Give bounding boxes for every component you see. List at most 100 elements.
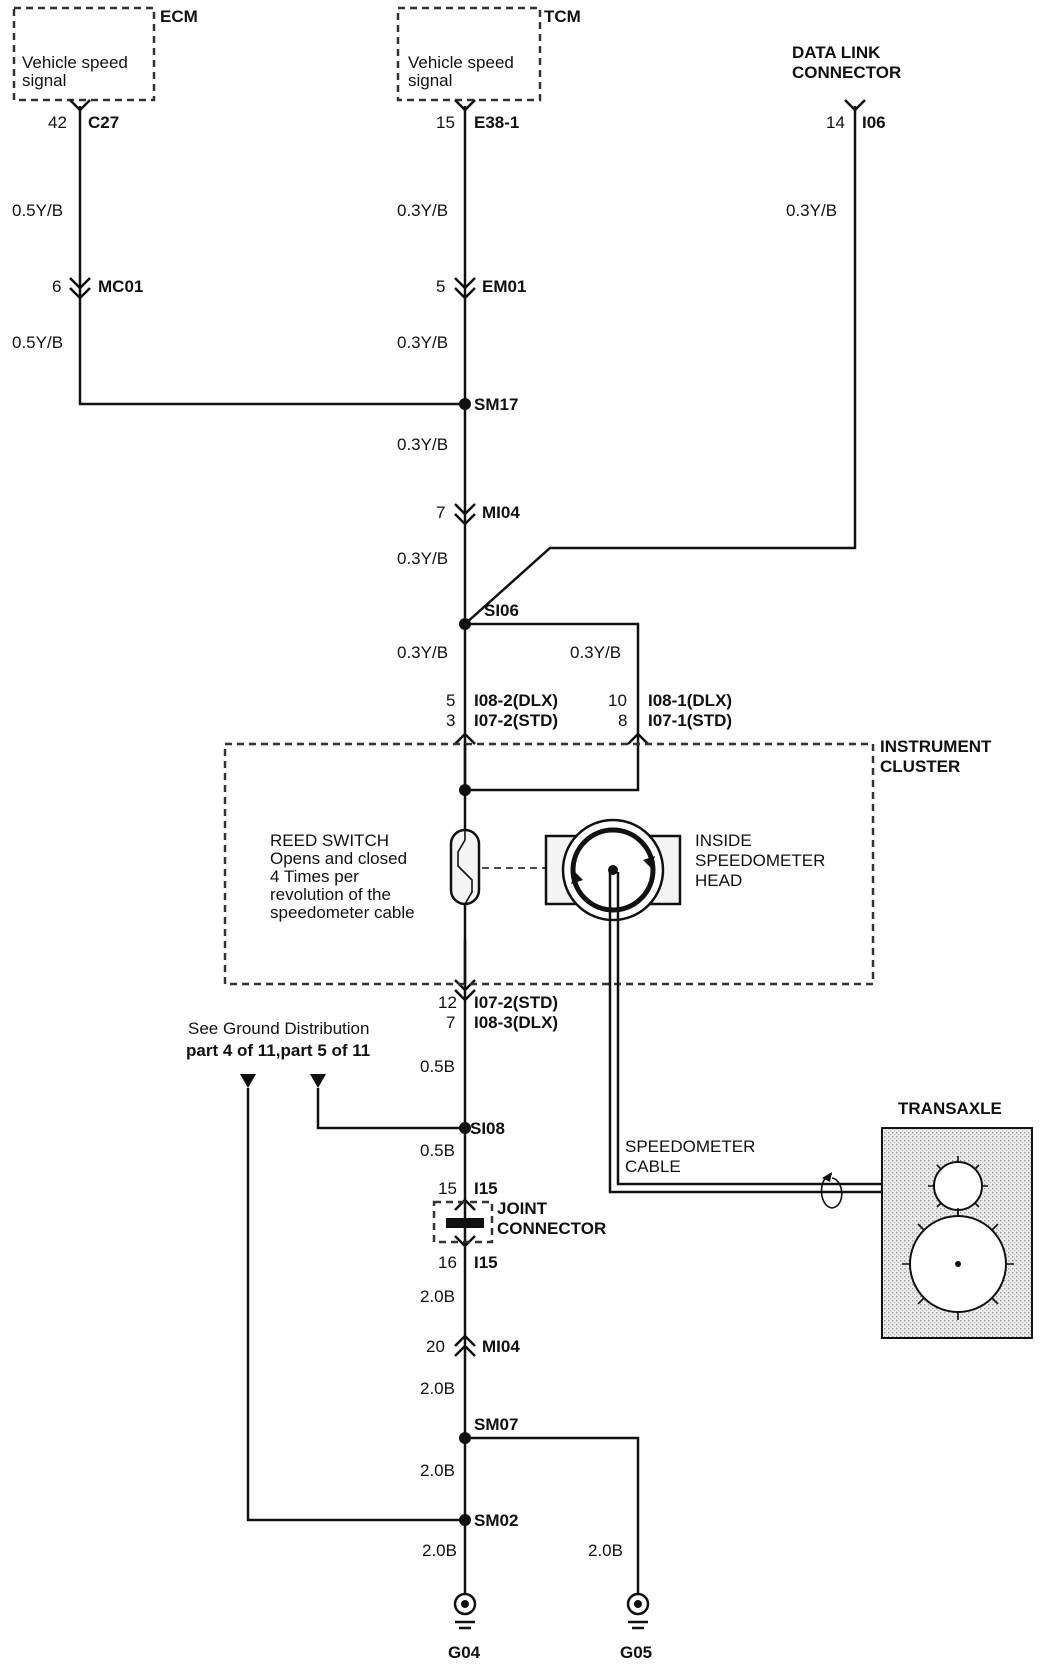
- pin-i08-1: 10: [608, 691, 627, 710]
- splice-si06-dot: [459, 618, 471, 630]
- reed-desc-4: speedometer cable: [270, 903, 415, 922]
- speedometer-head-icon: [544, 818, 682, 922]
- wire-gnd-6: 2.0B: [422, 1541, 457, 1560]
- pin-mi04b: 20: [426, 1337, 445, 1356]
- wire-main-1: 0.3Y/B: [397, 435, 448, 454]
- pin-ecm: 42: [48, 113, 67, 132]
- pin-mi04: 7: [436, 503, 445, 522]
- ground-ref-line-2: part 4 of 11,part 5 of 11: [186, 1041, 370, 1060]
- pin-i07-2: 3: [446, 711, 455, 730]
- joint-label-2: CONNECTOR: [497, 1219, 606, 1238]
- splice-sm07: SM07: [474, 1415, 518, 1434]
- conn-i08-1: I08-1(DLX): [648, 691, 732, 710]
- conn-i07-1: I07-1(STD): [648, 711, 732, 730]
- splice-sm17-dot: [459, 398, 471, 410]
- splice-sm07-dot: [459, 1432, 471, 1444]
- speedo-label-1: INSIDE: [695, 831, 752, 850]
- conn-i07-2b: I07-2(STD): [474, 993, 558, 1012]
- ground-g05-icon: G05: [620, 1592, 652, 1662]
- chevron-tcm-e38: [454, 99, 476, 112]
- pin-i08-3: 7: [446, 1013, 455, 1032]
- conn-mi04b: MI04: [482, 1337, 520, 1356]
- ground-reference: See Ground Distribution part 4 of 11,par…: [186, 1019, 370, 1088]
- tcm-label: TCM: [544, 7, 581, 26]
- wire-main-2: 0.3Y/B: [397, 549, 448, 568]
- chevron-mi04: [454, 503, 476, 526]
- splice-sm02-dot: [459, 1514, 471, 1526]
- splice-si06: SI06: [484, 601, 519, 620]
- small-gear-icon: [928, 1156, 988, 1216]
- wire-gnd-2: 0.5B: [420, 1141, 455, 1160]
- conn-i07-2: I07-2(STD): [474, 711, 558, 730]
- ecm-text-1: Vehicle speed: [22, 53, 128, 72]
- reed-title: REED SWITCH: [270, 831, 389, 850]
- splice-sm17: SM17: [474, 395, 518, 414]
- g04-label: G04: [448, 1643, 481, 1662]
- wire-dlc-1: 0.3Y/B: [786, 201, 837, 220]
- speedometer-cable: SPEEDOMETER CABLE: [608, 872, 948, 1209]
- conn-i15a: I15: [474, 1179, 498, 1198]
- conn-i06: I06: [862, 113, 886, 132]
- cable-label-1: SPEEDOMETER: [625, 1137, 755, 1156]
- wire-labels: 0.5Y/B 0.5Y/B 0.3Y/B 0.3Y/B 0.3Y/B 0.3Y/…: [12, 201, 837, 1560]
- data-link-connector: DATA LINK CONNECTOR: [792, 43, 901, 82]
- conn-c27: C27: [88, 113, 119, 132]
- instrument-cluster: INSTRUMENT CLUSTER REED SWITCH Opens and…: [223, 737, 992, 986]
- cable-label-2: CABLE: [625, 1157, 681, 1176]
- dlc-label-2: CONNECTOR: [792, 63, 901, 82]
- ground-ref-arrow-2: [310, 1074, 326, 1088]
- pin-dlc: 14: [826, 113, 845, 132]
- wires: [78, 106, 857, 1612]
- reed-desc-3: revolution of the: [270, 885, 391, 904]
- speedo-label-2: SPEEDOMETER: [695, 851, 825, 870]
- joint-connector: JOINT CONNECTOR: [432, 1199, 606, 1244]
- ground-ref-arrow-1: [240, 1074, 256, 1088]
- conn-i08-3: I08-3(DLX): [474, 1013, 558, 1032]
- pin-tcm: 15: [436, 113, 455, 132]
- splice-points: [459, 398, 471, 1526]
- chevron-i15b: [454, 1235, 476, 1248]
- conn-i08-2: I08-2(DLX): [474, 691, 558, 710]
- joint-connector-bar: [446, 1218, 484, 1228]
- transaxle-label: TRANSAXLE: [898, 1099, 1002, 1118]
- large-gear-icon: [902, 1208, 1014, 1320]
- wire-main-3: 0.3Y/B: [397, 643, 448, 662]
- ecm-module: ECM Vehicle speed signal: [12, 6, 198, 102]
- wire-tcm-2: 0.3Y/B: [397, 333, 448, 352]
- tcm-text-2: signal: [408, 71, 452, 90]
- conn-mc01: MC01: [98, 277, 143, 296]
- ground-ref-line-1: See Ground Distribution: [188, 1019, 369, 1038]
- chevron-ecm-c27: [69, 99, 91, 112]
- pin-mc01: 6: [52, 277, 61, 296]
- conn-i15b: I15: [474, 1253, 498, 1272]
- joint-label-1: JOINT: [497, 1199, 548, 1218]
- reed-desc-2: 4 Times per: [270, 867, 359, 886]
- reed-desc-1: Opens and closed: [270, 849, 407, 868]
- wire-ecm-1: 0.5Y/B: [12, 201, 63, 220]
- ground-g04-icon: G04: [448, 1592, 481, 1662]
- conn-em01: EM01: [482, 277, 526, 296]
- chevron-em01: [454, 277, 476, 300]
- splice-si08: SI08: [470, 1119, 505, 1138]
- dlc-label-1: DATA LINK: [792, 43, 881, 62]
- g05-label: G05: [620, 1643, 652, 1662]
- wire-tcm-1: 0.3Y/B: [397, 201, 448, 220]
- wire-gnd-3: 2.0B: [420, 1287, 455, 1306]
- ecm-label: ECM: [160, 7, 198, 26]
- pin-i08-2: 5: [446, 691, 455, 710]
- chevron-i08-1: [627, 732, 649, 745]
- cluster-label-1: INSTRUMENT: [880, 737, 992, 756]
- connector-chevrons: [69, 99, 866, 1357]
- wire-ecm-2: 0.5Y/B: [12, 333, 63, 352]
- speedo-label-3: HEAD: [695, 871, 742, 890]
- chevron-dlc-i06: [844, 99, 866, 112]
- pin-i07-1: 8: [618, 711, 627, 730]
- pin-i07-2b: 12: [438, 993, 457, 1012]
- splice-sm02: SM02: [474, 1511, 518, 1530]
- cable-rotation-icon: [820, 1173, 843, 1209]
- reed-switch-icon: [449, 790, 481, 940]
- chevron-mc01: [69, 277, 91, 300]
- transaxle: TRANSAXLE: [881, 1099, 1033, 1339]
